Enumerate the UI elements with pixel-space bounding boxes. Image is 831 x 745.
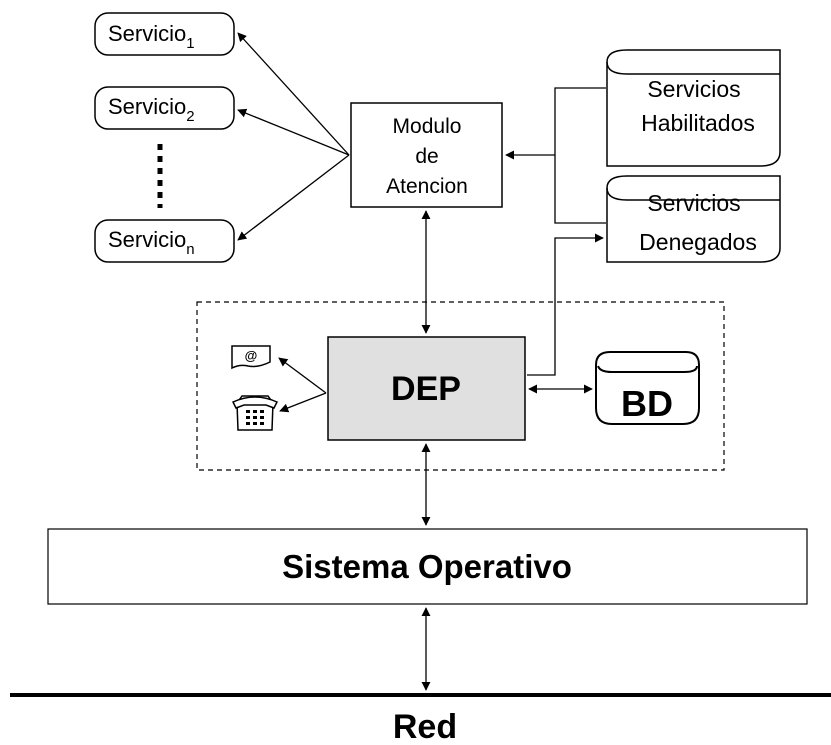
dep-dashed-boundary xyxy=(196,301,725,471)
svg-text:Servicion: Servicion xyxy=(108,227,195,258)
denegados-line-2: Denegados xyxy=(639,229,757,255)
svg-text:Servicio2: Servicio2 xyxy=(108,94,195,125)
telephone-icon xyxy=(231,395,279,431)
arrow-modulo-to-service-2 xyxy=(237,108,350,156)
service-n-label: Servicio xyxy=(108,227,186,252)
habilitados-line-2: Habilitados xyxy=(641,110,755,136)
modulo-line-2: de xyxy=(415,145,438,168)
servicios-habilitados-store: Servicios Habilitados xyxy=(606,49,781,167)
service-2-subscript: 2 xyxy=(186,108,194,125)
arrow-dep-to-denegados xyxy=(527,233,604,376)
service-n-subscript: n xyxy=(186,241,194,258)
arrow-dep-to-email xyxy=(278,357,327,394)
service-1-subscript: 1 xyxy=(186,35,194,52)
email-icon-glyph: @ xyxy=(245,348,258,363)
servicios-denegados-store: Servicios Denegados xyxy=(606,175,781,263)
dep-label: DEP xyxy=(391,370,461,408)
bd-database-icon: BD xyxy=(595,351,700,425)
service-2-box: Servicio2 xyxy=(94,86,235,130)
denegados-line-1: Servicios xyxy=(647,190,740,216)
dep-box: DEP xyxy=(327,336,526,441)
bd-label: BD xyxy=(621,383,673,424)
arrow-modulo-to-service-n xyxy=(237,154,350,241)
service-1-box: Servicio1 xyxy=(94,12,235,56)
email-icon: @ xyxy=(231,345,271,370)
sistema-operativo-label: Sistema Operativo xyxy=(282,548,572,585)
modulo-line-3: Atencion xyxy=(386,175,468,198)
sistema-operativo-box: Sistema Operativo xyxy=(47,528,808,605)
arrow-modulo-to-service-1 xyxy=(237,32,350,156)
arrow-dep-to-telephone xyxy=(279,392,327,413)
service-1-label: Servicio xyxy=(108,21,186,46)
red-label: Red xyxy=(393,708,457,745)
service-2-label: Servicio xyxy=(108,94,186,119)
service-n-box: Servicion xyxy=(94,219,235,263)
connector-habilitados xyxy=(554,87,606,224)
habilitados-line-1: Servicios xyxy=(647,76,740,102)
modulo-line-1: Modulo xyxy=(393,115,462,138)
svg-text:Servicio1: Servicio1 xyxy=(108,21,195,52)
modulo-atencion-box: Modulo de Atencion xyxy=(350,102,503,208)
